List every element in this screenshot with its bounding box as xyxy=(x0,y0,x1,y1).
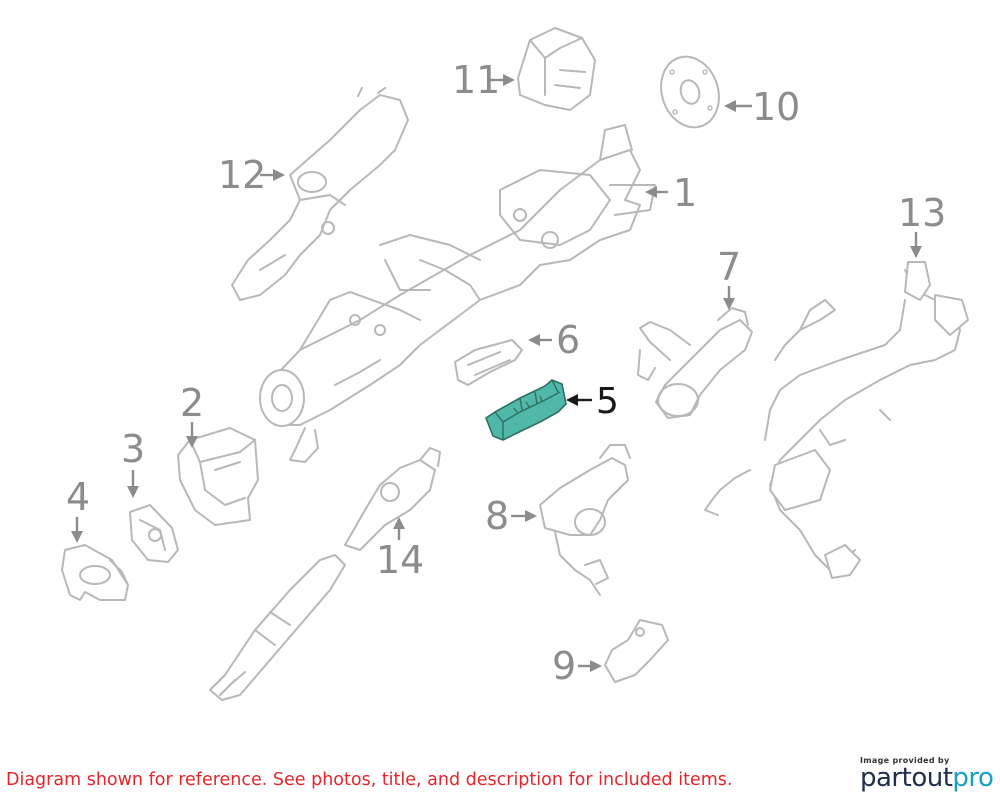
callout-8-label: 8 xyxy=(485,494,509,538)
part-10-disc xyxy=(660,55,720,129)
part-14-intermediate-shaft xyxy=(209,447,441,701)
callout-4-label: 4 xyxy=(66,475,90,519)
callout-13[interactable]: 13 xyxy=(898,191,946,258)
brand-logo: Image provided by partoutpro xyxy=(860,756,994,793)
part-8-switch xyxy=(539,444,631,596)
callout-8[interactable]: 8 xyxy=(485,494,537,538)
callout-12-label: 12 xyxy=(218,153,266,197)
callout-2-label: 2 xyxy=(180,381,204,425)
callout-9-label: 9 xyxy=(552,644,576,688)
part-1-steering-column xyxy=(259,124,656,463)
brand-wordmark-part1: partout xyxy=(860,763,953,793)
part-9-bracket xyxy=(604,619,669,683)
brand-wordmark: partoutpro xyxy=(860,763,994,793)
disclaimer-text: Diagram shown for reference. See photos,… xyxy=(6,770,733,790)
callout-14-label: 14 xyxy=(376,538,424,582)
callout-7-label: 7 xyxy=(717,245,741,289)
callout-6[interactable]: 6 xyxy=(528,318,580,362)
brand-wordmark-part2: pro xyxy=(952,763,994,793)
callout-1-label: 1 xyxy=(673,171,697,215)
callout-3[interactable]: 3 xyxy=(121,427,145,498)
part-4-plate xyxy=(61,544,129,601)
part-5-highlighted-module[interactable] xyxy=(485,379,567,441)
callout-10-label: 10 xyxy=(752,85,800,129)
brand-credit-text: Image provided by xyxy=(860,756,950,765)
callout-2[interactable]: 2 xyxy=(180,381,204,448)
callout-5[interactable]: 5 xyxy=(566,381,619,422)
part-2-housing xyxy=(177,427,259,526)
callout-1[interactable]: 1 xyxy=(645,171,697,215)
part-3-bracket xyxy=(129,504,179,563)
callout-4[interactable]: 4 xyxy=(66,475,90,543)
callout-11[interactable]: 11 xyxy=(452,58,515,102)
part-11-module xyxy=(517,27,596,111)
callout-6-label: 6 xyxy=(556,318,580,362)
callout-7[interactable]: 7 xyxy=(717,245,741,310)
callout-5-label: 5 xyxy=(596,381,619,422)
callout-9[interactable]: 9 xyxy=(552,644,602,688)
callout-14[interactable]: 14 xyxy=(376,517,424,582)
callout-10[interactable]: 10 xyxy=(724,85,800,129)
part-12-motor-bracket xyxy=(231,87,409,301)
part-7-switch xyxy=(637,307,753,419)
callout-12[interactable]: 12 xyxy=(218,153,285,197)
callout-13-label: 13 xyxy=(898,191,946,235)
callout-3-label: 3 xyxy=(121,427,145,471)
part-6-bracket xyxy=(454,339,523,386)
part-13-wiring-harness xyxy=(704,261,969,579)
